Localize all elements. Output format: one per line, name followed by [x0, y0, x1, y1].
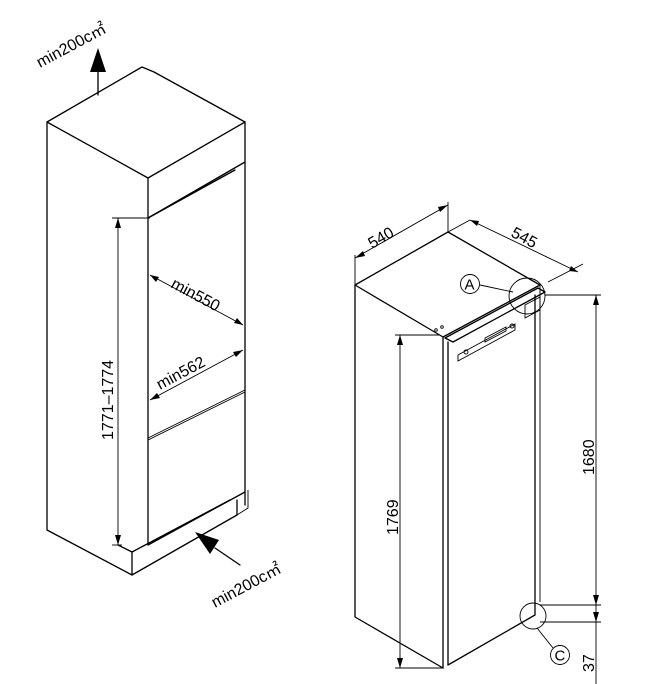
detail-a-label: A — [465, 277, 475, 294]
niche-depth-upper-label: min550 — [168, 276, 222, 316]
niche-height-dimension: 1771–1774 — [100, 217, 150, 546]
width-label: 540 — [366, 224, 398, 252]
niche-depth-lower-label: min562 — [154, 354, 208, 394]
bottom-offset-dimension: 37 — [540, 605, 601, 684]
top-ventilation: min200c㎡ — [33, 20, 109, 96]
bottom-ventilation: min200c㎡ — [195, 532, 284, 612]
detail-c-callout: C — [519, 602, 570, 665]
bottom-offset-label: 37 — [581, 654, 598, 672]
niche-height-label: 1771–1774 — [100, 360, 117, 440]
arrow-up-icon — [90, 48, 106, 72]
cabinet-niche — [46, 66, 249, 576]
bottom-vent-label: min200c㎡ — [208, 560, 284, 612]
door-height-label: 1680 — [581, 439, 598, 475]
appliance-body — [354, 231, 546, 669]
depth-label: 545 — [508, 225, 540, 253]
depth-dimension: 545 — [447, 219, 584, 283]
detail-a-callout: A — [460, 274, 546, 315]
total-height-label: 1769 — [385, 499, 402, 535]
detail-c-label: C — [555, 648, 566, 665]
niche-depth-upper-dimension: min550 — [149, 274, 244, 326]
door-height-dimension: 1680 — [540, 294, 601, 606]
width-dimension: 540 — [354, 202, 449, 285]
arrow-diagonal-icon — [195, 532, 219, 554]
niche-depth-lower-dimension: min562 — [149, 349, 244, 401]
total-height-dimension: 1769 — [385, 334, 443, 669]
